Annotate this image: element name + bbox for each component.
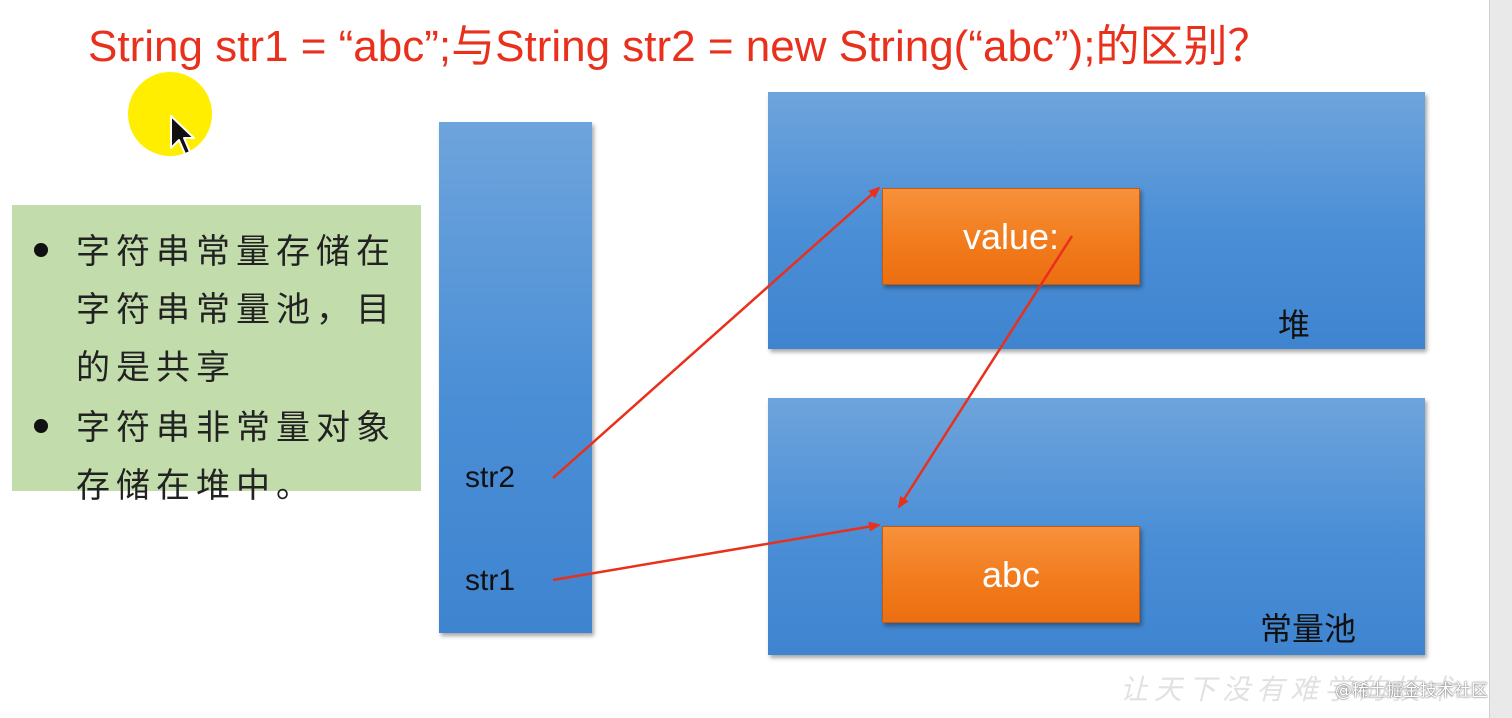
pool-string-literal: abc — [882, 526, 1140, 623]
note-text: 字符串非常量对象存储在堆中。 — [76, 408, 396, 506]
window-edge — [1489, 0, 1512, 718]
var-label-str2: str2 — [465, 461, 516, 494]
note-item: 字符串常量存储在字符串常量池，目的是共享 — [34, 223, 416, 397]
note-item: 字符串非常量对象存储在堆中。 — [34, 399, 416, 515]
bullet-icon — [34, 419, 48, 433]
constant-pool-label: 常量池 — [1260, 610, 1357, 648]
heap-string-object: value: — [882, 188, 1140, 285]
stack-region — [439, 122, 592, 633]
slide-title: String str1 = “abc”;与String str2 = new S… — [88, 22, 1272, 71]
note-panel: 字符串常量存储在字符串常量池，目的是共享 字符串非常量对象存储在堆中。 — [12, 205, 421, 506]
source-credit: @稀土掘金技术社区 — [1335, 681, 1488, 701]
mouse-pointer-icon — [170, 115, 195, 155]
heap-label: 堆 — [1278, 306, 1311, 344]
note-text: 字符串常量存储在字符串常量池，目的是共享 — [76, 232, 396, 388]
bullet-icon — [34, 243, 48, 257]
var-label-str1: str1 — [465, 564, 516, 597]
watermark: 让天下没有难学的技术 — [1120, 673, 1461, 706]
